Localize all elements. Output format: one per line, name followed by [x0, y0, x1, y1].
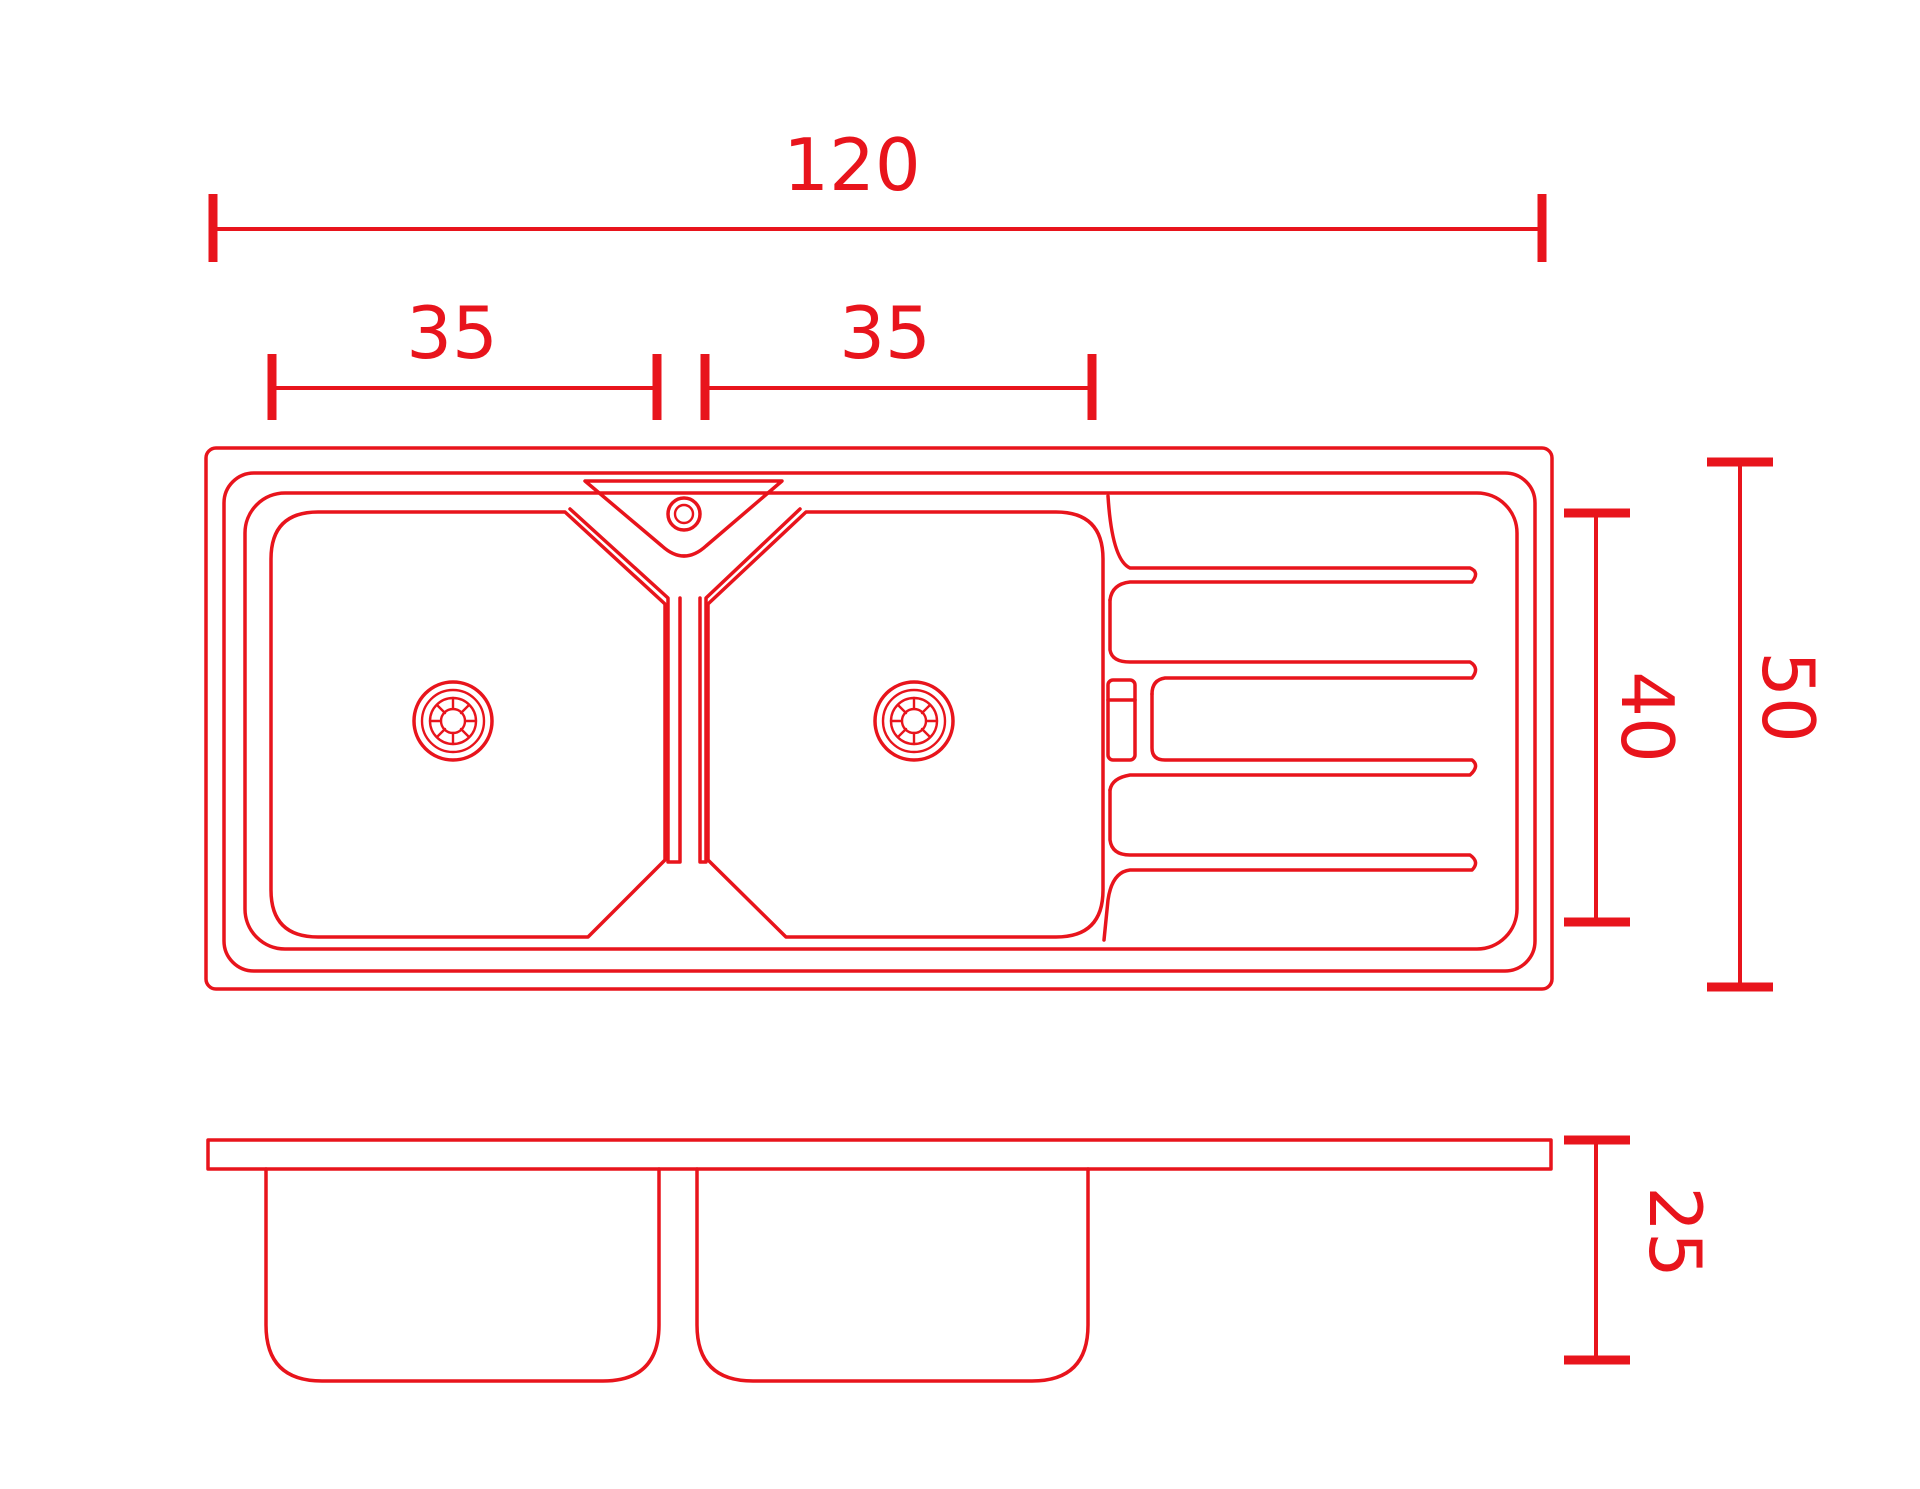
- dimension-bowl-height: 25: [1564, 1135, 1717, 1365]
- sink-side-view: [206, 1138, 1553, 1383]
- right-bowl-width-label: 35: [839, 291, 931, 375]
- side-left-bowl: [264, 1167, 661, 1383]
- dimension-total-width: 120: [208, 123, 1547, 262]
- right-drain-icon: [873, 680, 955, 762]
- side-right-bowl: [695, 1167, 1090, 1383]
- total-width-label: 120: [783, 123, 920, 207]
- drainboard: [1102, 494, 1478, 942]
- overflow-hole-icon: [666, 496, 702, 532]
- inner-depth-label: 40: [1605, 671, 1689, 763]
- sink-outer-edge: [204, 446, 1554, 991]
- bowl-height-label: 25: [1633, 1186, 1717, 1278]
- left-drain-icon: [412, 680, 494, 762]
- dimension-outer-depth: 50: [1707, 457, 1830, 992]
- overflow-plate: [583, 479, 784, 558]
- bowl-divider: [568, 507, 802, 864]
- outer-depth-label: 50: [1746, 651, 1830, 743]
- side-top-slab: [206, 1138, 1553, 1171]
- dimension-inner-depth: 40: [1564, 508, 1689, 927]
- dimension-left-bowl-width: 35: [267, 291, 662, 420]
- left-bowl-width-label: 35: [406, 291, 498, 375]
- drainboard-slot: [1106, 678, 1137, 762]
- right-bowl: [706, 510, 1105, 939]
- sink-basin-area: [243, 491, 1519, 951]
- dimension-right-bowl-width: 35: [700, 291, 1097, 420]
- left-bowl: [269, 510, 667, 939]
- sink-rim: [222, 471, 1537, 973]
- sink-top-view: [204, 446, 1554, 991]
